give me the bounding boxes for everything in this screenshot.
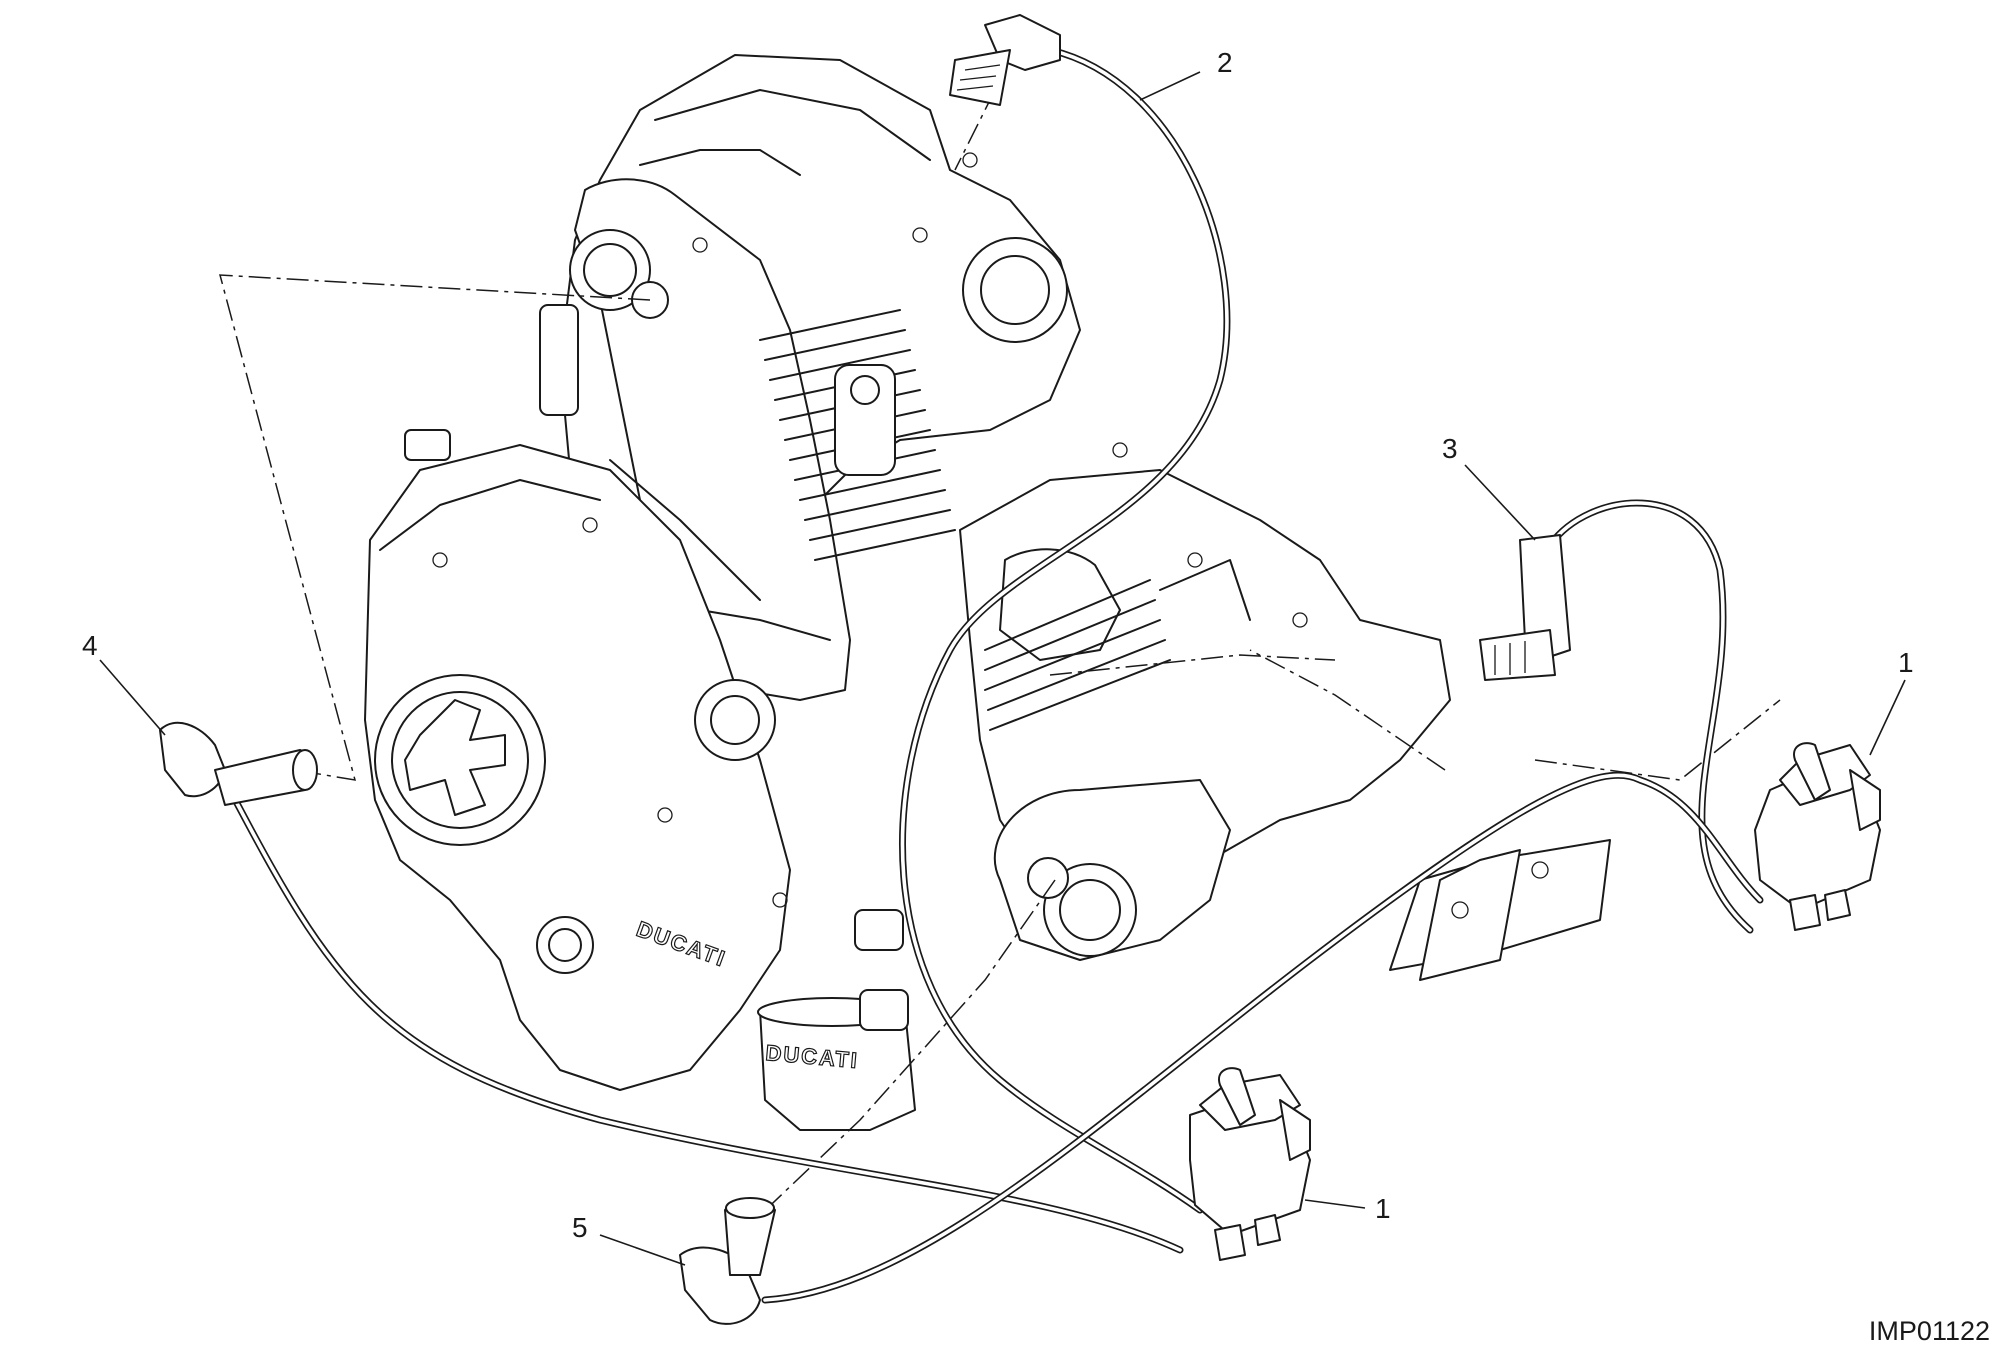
callout-3: 3 xyxy=(1442,433,1458,464)
spark-plug-cap-icon xyxy=(949,14,1061,106)
spark-plug-cap-bottom xyxy=(679,1197,776,1325)
spark-plug-cap-left xyxy=(159,721,318,806)
ignition-coil-icon xyxy=(1754,742,1881,931)
callouts: 1 1 2 3 4 5 xyxy=(82,47,1914,1266)
engine-drawing: DUCATI DUCATI xyxy=(364,54,1611,1131)
ignition-coil-front xyxy=(1189,1067,1311,1261)
spark-plug-cap-right xyxy=(1479,534,1571,681)
callout-4: 4 xyxy=(82,630,98,661)
callout-1-rear: 1 xyxy=(1898,647,1914,678)
callout-1-front: 1 xyxy=(1375,1193,1391,1224)
callout-2: 2 xyxy=(1217,47,1233,78)
reference-code: IMP01122 xyxy=(1869,1316,1990,1346)
callout-5: 5 xyxy=(572,1212,588,1243)
hv-cable-icon xyxy=(226,46,1764,1304)
